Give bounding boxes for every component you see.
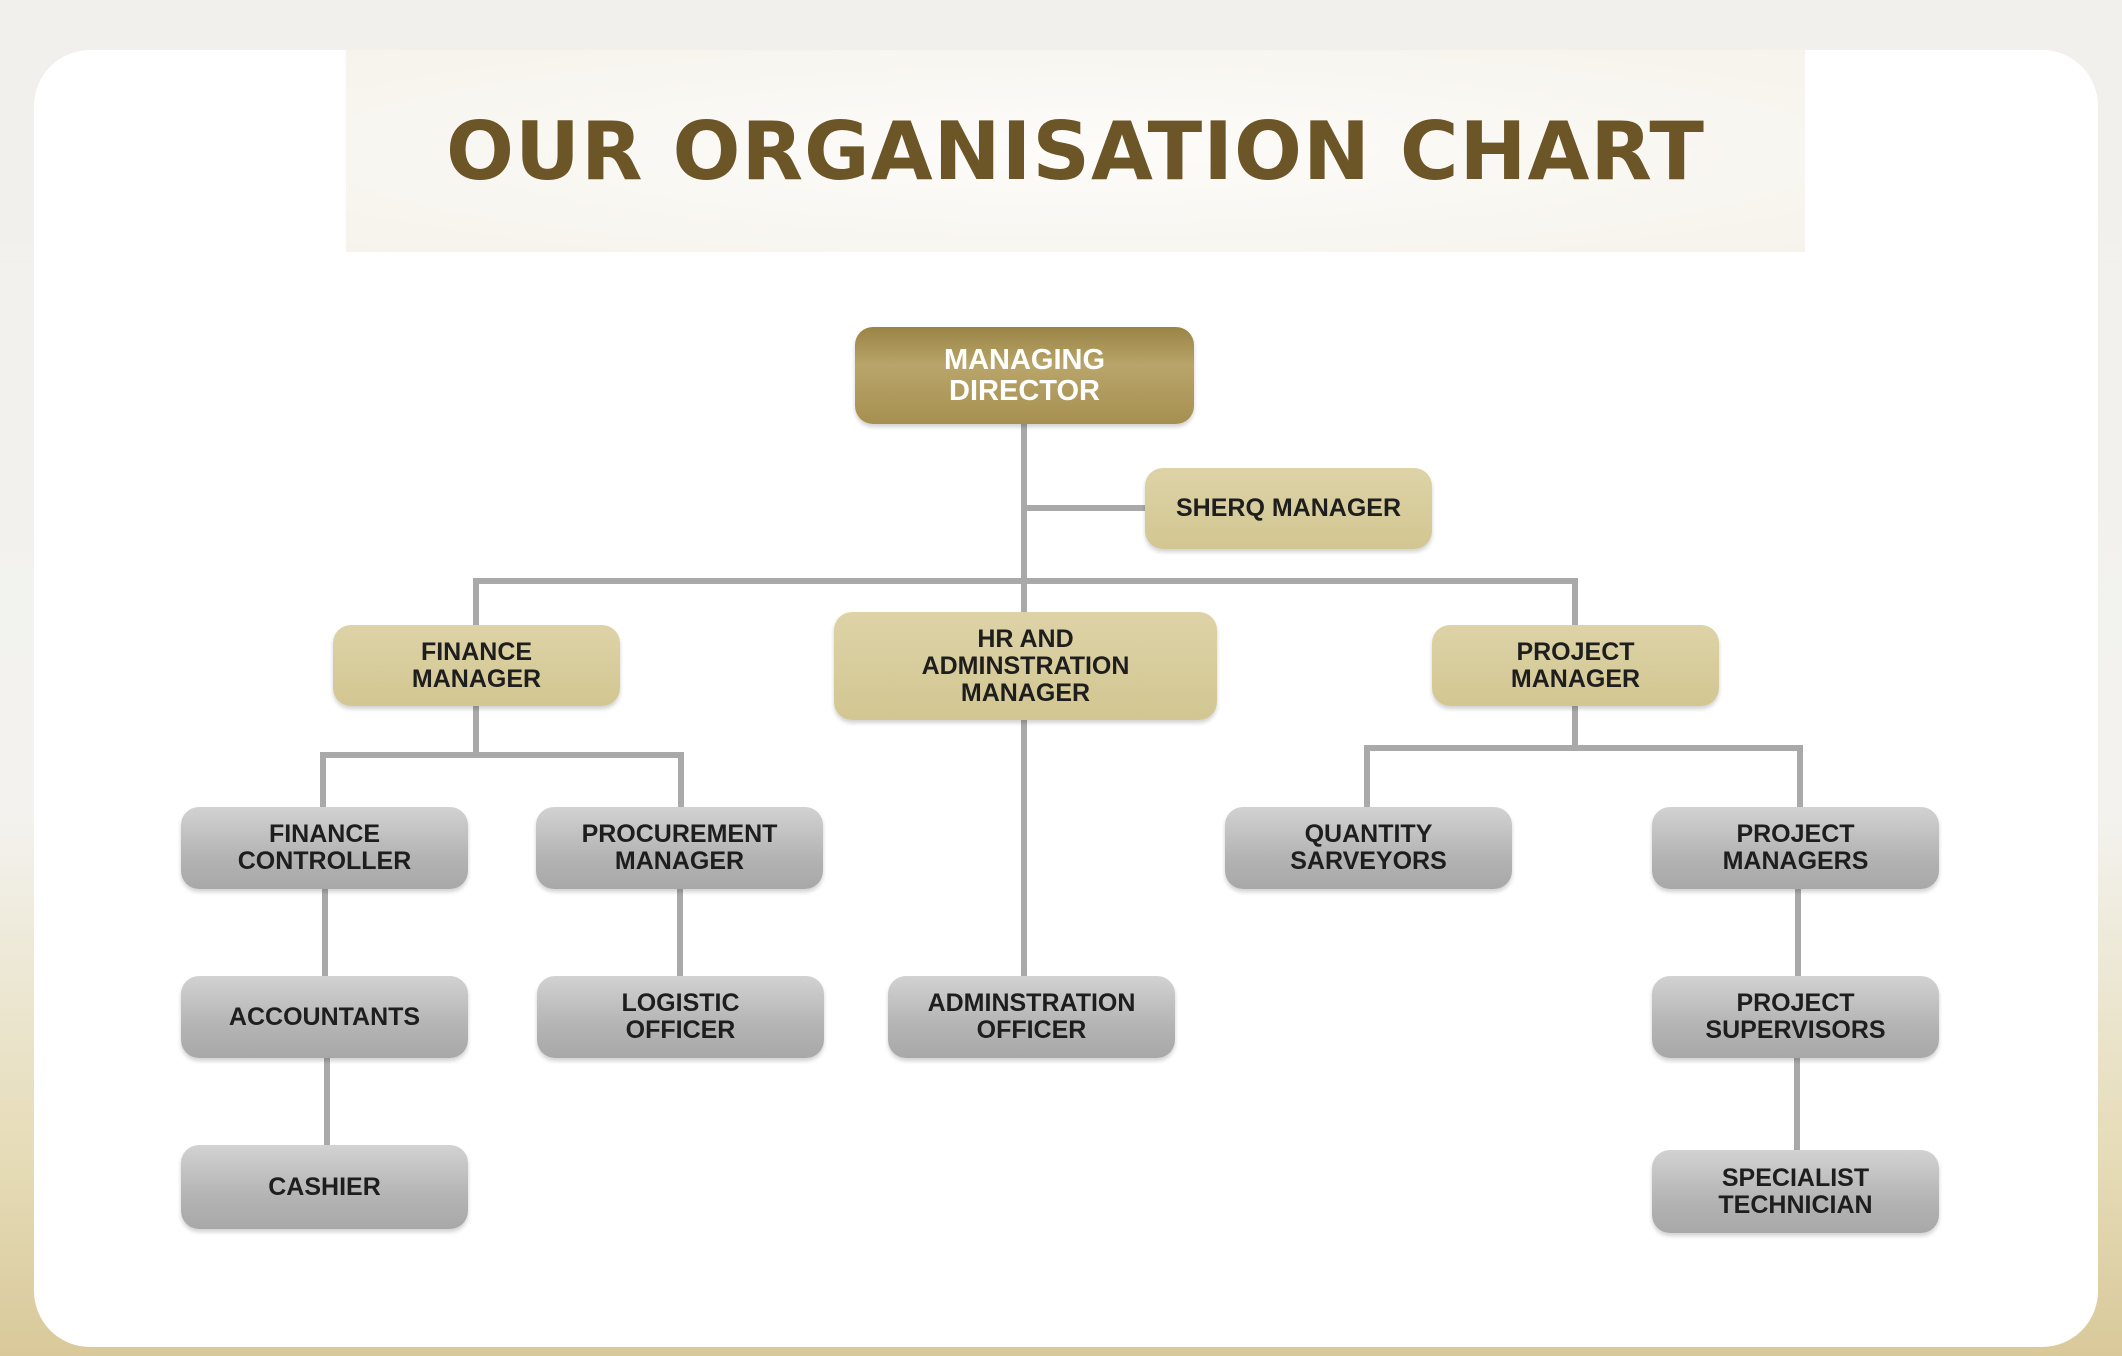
connector-line [473, 578, 479, 625]
connector-line [1024, 505, 1145, 511]
connector-line [320, 752, 326, 807]
connector-line [1797, 745, 1803, 807]
connector-line [324, 1058, 330, 1145]
connector-line [678, 752, 684, 807]
connector-line [1572, 706, 1578, 749]
connector-line [1795, 889, 1801, 976]
connector-line [1021, 720, 1027, 976]
node-project-managers: PROJECT MANAGERS [1652, 807, 1939, 889]
page-title: OUR ORGANISATION CHART [446, 104, 1705, 198]
node-sherq-manager: SHERQ MANAGER [1145, 468, 1432, 549]
connector-line [1572, 578, 1578, 625]
node-quantity-surveyors: QUANTITY SARVEYORS [1225, 807, 1512, 889]
connector-line [322, 889, 328, 976]
connector-line [473, 578, 1578, 584]
node-specialist-technician: SPECIALIST TECHNICIAN [1652, 1150, 1939, 1233]
connector-line [677, 889, 683, 976]
title-banner: OUR ORGANISATION CHART [346, 50, 1805, 252]
connector-line [320, 752, 684, 758]
node-cashier: CASHIER [181, 1145, 468, 1229]
connector-line [1364, 745, 1803, 751]
node-project-manager: PROJECT MANAGER [1432, 625, 1719, 706]
connector-line [1364, 745, 1370, 807]
node-admin-officer: ADMINSTRATION OFFICER [888, 976, 1175, 1058]
node-project-supervisors: PROJECT SUPERVISORS [1652, 976, 1939, 1058]
node-procurement-manager: PROCUREMENT MANAGER [536, 807, 823, 889]
connector-line [1021, 424, 1027, 612]
connector-line [1794, 1058, 1800, 1150]
node-accountants: ACCOUNTANTS [181, 976, 468, 1058]
connector-line [473, 706, 479, 756]
node-logistic-officer: LOGISTIC OFFICER [537, 976, 824, 1058]
node-managing-director: MANAGING DIRECTOR [855, 327, 1194, 424]
node-finance-controller: FINANCE CONTROLLER [181, 807, 468, 889]
node-finance-manager: FINANCE MANAGER [333, 625, 620, 706]
node-hr-admin-manager: HR AND ADMINSTRATION MANAGER [834, 612, 1217, 720]
